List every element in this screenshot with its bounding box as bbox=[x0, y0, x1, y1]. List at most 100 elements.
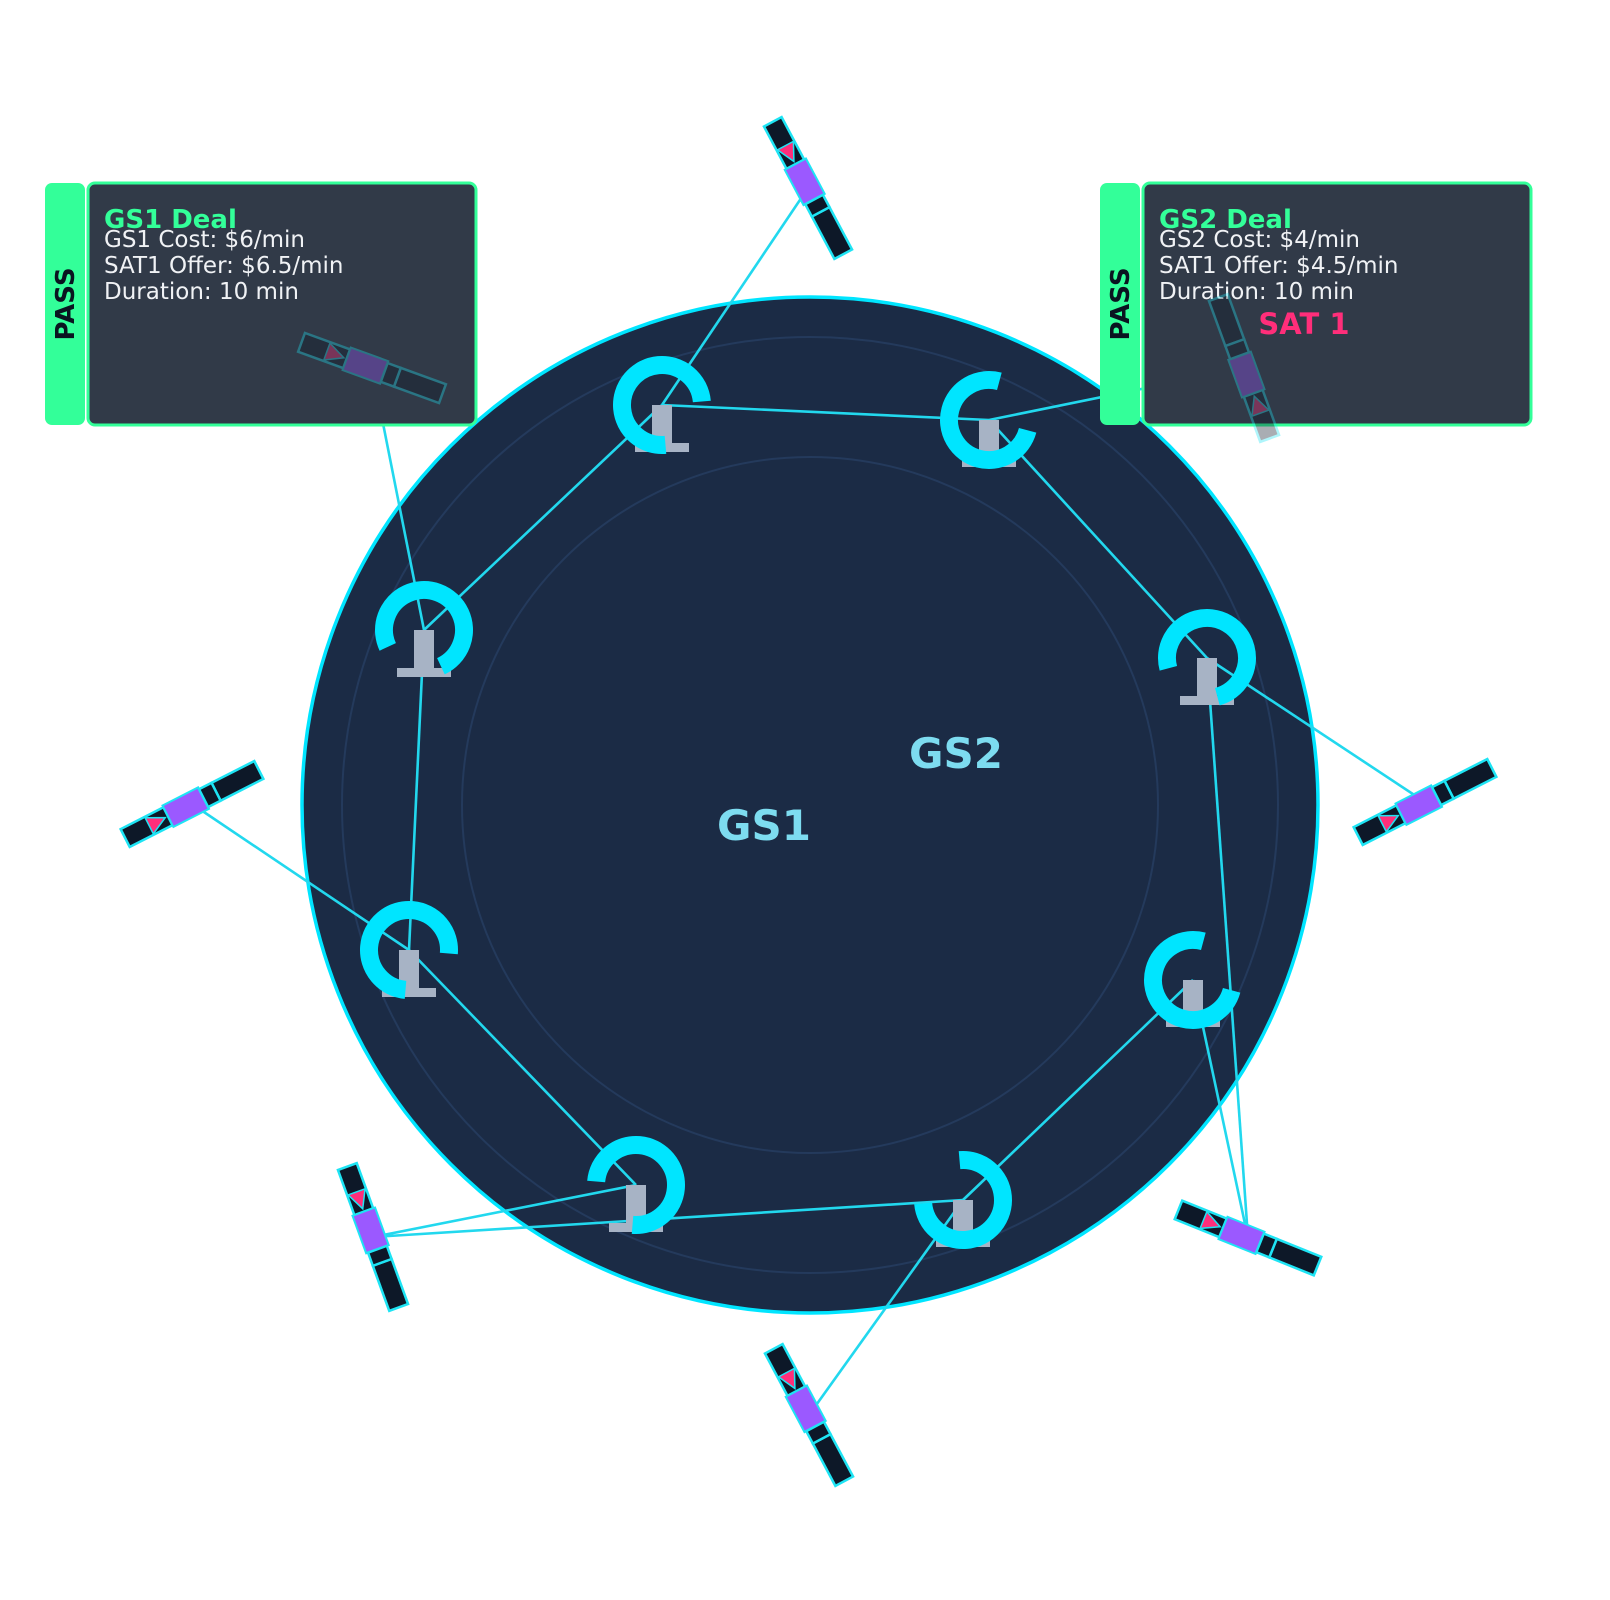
occluded-satellites bbox=[296, 292, 1281, 444]
solar-panel-right bbox=[392, 366, 448, 405]
ground-station-dish-icon bbox=[613, 356, 711, 454]
satellite-heading-arrow bbox=[1376, 814, 1400, 834]
satellite-connector bbox=[366, 1244, 394, 1268]
station-base bbox=[1180, 696, 1234, 705]
station-dish bbox=[1158, 609, 1256, 706]
gs1-pass-tab bbox=[45, 183, 85, 425]
solar-panel-left bbox=[1242, 388, 1281, 444]
link-line bbox=[408, 949, 637, 1186]
satellite-heading-arrow bbox=[1251, 394, 1271, 418]
station-dish bbox=[613, 356, 711, 454]
link-line bbox=[1205, 657, 1250, 1239]
station-dish bbox=[360, 901, 458, 999]
orbit-ring-outer bbox=[341, 336, 1279, 1274]
solar-panel-left bbox=[118, 805, 175, 849]
satellite-connector bbox=[1254, 1231, 1279, 1260]
station-mast bbox=[626, 1185, 646, 1223]
gs1-deal-card: PASS GS1 Deal GS1 Cost: $6/min SAT1 Offe… bbox=[45, 181, 478, 427]
ground-station-dish-icon bbox=[375, 581, 473, 677]
solar-panel-right bbox=[371, 1257, 410, 1313]
satellite-label: SAT 1 bbox=[1258, 307, 1349, 341]
gs2-pass-tab bbox=[1100, 183, 1140, 425]
ground-station-dish-icon bbox=[587, 1136, 685, 1234]
solar-panel-left bbox=[296, 331, 352, 370]
station-base bbox=[397, 668, 451, 677]
solar-panel-right bbox=[1267, 1237, 1323, 1277]
gs2-offer: SAT1 Offer: $4.5/min bbox=[1159, 253, 1399, 279]
satellite-icon bbox=[762, 115, 854, 261]
station-mast bbox=[953, 1200, 973, 1238]
solar-panel-left bbox=[762, 115, 806, 171]
satellite-connector bbox=[197, 781, 223, 809]
planet-label-gs2: GS2 bbox=[909, 729, 1003, 778]
satellite-heading-arrow bbox=[346, 1187, 366, 1211]
gs2-deal-card: PASS GS2 Deal GS2 Cost: $4/min SAT1 Offe… bbox=[1100, 181, 1533, 427]
gs2-cost: GS2 Cost: $4/min bbox=[1159, 227, 1360, 253]
station-mast bbox=[652, 405, 672, 443]
solar-panel-right bbox=[209, 759, 266, 803]
gs2-duration: Duration: 10 min bbox=[1159, 279, 1354, 305]
gs2-deal-panel bbox=[1141, 181, 1533, 427]
satellite-heading-arrow bbox=[1198, 1210, 1222, 1230]
link-line bbox=[372, 1183, 637, 1239]
station-dish bbox=[375, 581, 473, 675]
ground-station-dish-icon bbox=[1144, 931, 1241, 1029]
satellite-icon bbox=[336, 1161, 410, 1313]
satellite-icon bbox=[763, 1342, 855, 1488]
satellite-icon bbox=[118, 759, 266, 849]
station-dish bbox=[914, 1151, 1012, 1249]
solar-panel-left bbox=[1351, 803, 1408, 847]
planet-disc bbox=[300, 295, 1320, 1315]
solar-panel-right bbox=[1207, 292, 1246, 348]
station-mast bbox=[399, 950, 419, 988]
station-base bbox=[382, 988, 436, 997]
satellite-heading-arrow bbox=[777, 1367, 796, 1390]
occluded-satellite-icon bbox=[1207, 292, 1281, 444]
satellite-heading-arrow bbox=[322, 341, 346, 361]
solar-panel-left bbox=[1173, 1199, 1229, 1239]
satellite-icon bbox=[1351, 757, 1499, 847]
link-line bbox=[988, 419, 1208, 659]
station-mast bbox=[979, 420, 999, 458]
solar-panel-left bbox=[763, 1342, 807, 1398]
link-line bbox=[407, 629, 426, 951]
solar-panel-left bbox=[336, 1161, 375, 1217]
satellite-connector bbox=[379, 361, 403, 389]
gs1-deal-panel bbox=[86, 181, 478, 427]
station-dish bbox=[1144, 931, 1241, 1029]
link-line bbox=[962, 979, 1194, 1201]
gs1-cost: GS1 Cost: $6/min bbox=[104, 227, 305, 253]
gs1-duration: Duration: 10 min bbox=[104, 279, 299, 305]
link-line bbox=[661, 403, 990, 422]
planet-label-gs1: GS1 bbox=[717, 801, 811, 850]
satellite-body bbox=[341, 346, 390, 386]
station-dish bbox=[587, 1136, 685, 1234]
station-mast bbox=[1183, 980, 1203, 1018]
satellite-heading-arrow bbox=[776, 140, 795, 163]
ground-station-dish-icon bbox=[914, 1151, 1012, 1249]
link-line bbox=[423, 404, 663, 631]
station-mast bbox=[414, 630, 434, 668]
occluded-satellite-icon bbox=[296, 331, 448, 405]
solar-panel-right bbox=[810, 205, 854, 261]
satellite-connector bbox=[1430, 779, 1456, 807]
gs1-deal-title: GS1 Deal bbox=[104, 205, 237, 235]
ground-station-dish-icon bbox=[940, 371, 1037, 469]
solar-panel-right bbox=[1442, 757, 1499, 801]
satellite-heading-arrow bbox=[143, 816, 167, 836]
ground-station-dish-icon bbox=[1158, 609, 1256, 706]
ground-stations bbox=[360, 356, 1256, 1249]
satellite-connector bbox=[803, 193, 832, 219]
satellite-connector bbox=[1223, 337, 1251, 361]
satellite-body bbox=[1226, 350, 1266, 399]
satellite-connector bbox=[804, 1420, 833, 1446]
satellites bbox=[118, 115, 1499, 1488]
station-mast bbox=[1197, 658, 1217, 696]
gs1-pass-status: PASS bbox=[51, 267, 81, 340]
station-dish bbox=[940, 371, 1037, 469]
gs2-deal-title: GS2 Deal bbox=[1159, 205, 1292, 235]
ground-station-dish-icon bbox=[360, 901, 458, 999]
satellite-icon bbox=[1173, 1199, 1323, 1277]
gs2-pass-status: PASS bbox=[1106, 267, 1136, 340]
